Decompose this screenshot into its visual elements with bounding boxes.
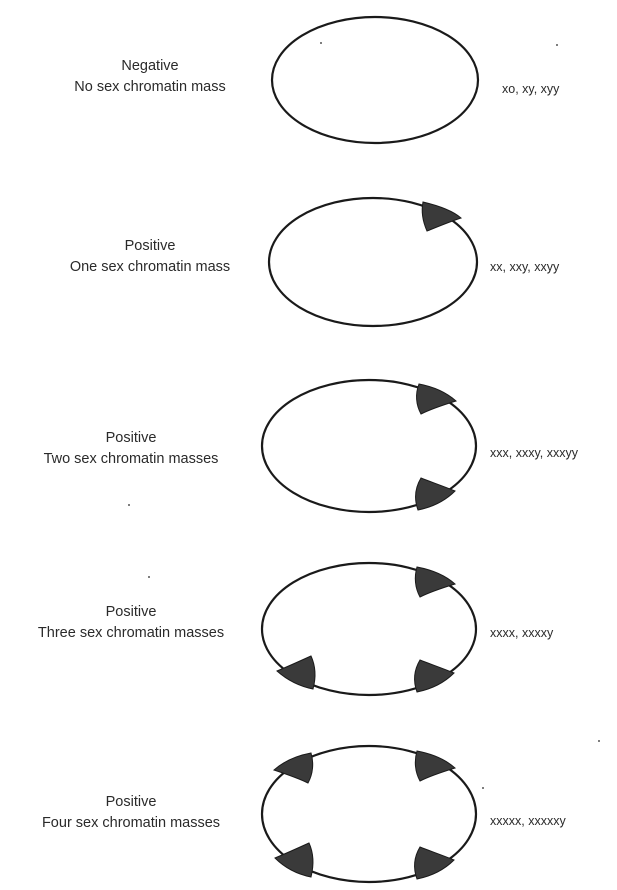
karyotype-text: xxxxx, xxxxxy [490, 814, 566, 828]
sex-chromatin-mass [276, 655, 316, 690]
sex-chromatin-mass [414, 659, 455, 693]
karyotype-text: xxx, xxxy, xxxyy [490, 446, 578, 460]
description-text: Four sex chromatin masses [41, 815, 221, 831]
nucleus-outline [270, 15, 480, 145]
nucleus-cell [270, 15, 480, 145]
description-text: Two sex chromatin masses [43, 451, 219, 467]
panel-label: Negative No sex chromatin mass [20, 56, 280, 98]
description-text: One sex chromatin mass [69, 259, 231, 275]
scan-speck [598, 740, 600, 742]
nucleus-cell [260, 561, 478, 697]
scan-speck [128, 504, 130, 506]
nucleus-cell [260, 378, 478, 514]
scan-speck [556, 44, 558, 46]
nucleus-cell [260, 744, 478, 884]
panel-label: Positive Three sex chromatin masses [0, 602, 262, 644]
sex-chromatin-mass [414, 750, 456, 782]
status-text: Negative [121, 58, 179, 74]
description-text: No sex chromatin mass [74, 79, 226, 95]
nucleus-outline [260, 744, 478, 884]
panel-label: Positive Four sex chromatin masses [0, 792, 262, 834]
karyotype-text: xxxx, xxxxy [490, 626, 554, 640]
panel-label: Positive One sex chromatin mass [20, 236, 280, 278]
sex-chromatin-mass [421, 201, 462, 232]
sex-chromatin-mass [414, 846, 455, 880]
status-text: Positive [105, 430, 157, 446]
description-text: Three sex chromatin masses [37, 625, 225, 641]
scan-speck [320, 42, 322, 44]
status-text: Positive [124, 238, 176, 254]
sex-chromatin-mass [274, 842, 314, 878]
nucleus-outline [260, 561, 478, 697]
karyotype-text: xo, xy, xyy [502, 82, 560, 96]
nucleus-outline [260, 378, 478, 514]
sex-chromatin-mass [414, 566, 456, 598]
panel-label: Positive Two sex chromatin masses [0, 428, 262, 470]
scan-speck [148, 576, 150, 578]
karyotype-text: xx, xxy, xxyy [490, 260, 560, 274]
sex-chromatin-mass [273, 752, 314, 784]
sex-chromatin-mass [416, 383, 457, 415]
status-text: Positive [105, 604, 157, 620]
scan-speck [482, 787, 484, 789]
status-text: Positive [105, 794, 157, 810]
nucleus-outline [267, 196, 479, 328]
sex-chromatin-mass [415, 477, 456, 511]
nucleus-cell [267, 196, 479, 328]
